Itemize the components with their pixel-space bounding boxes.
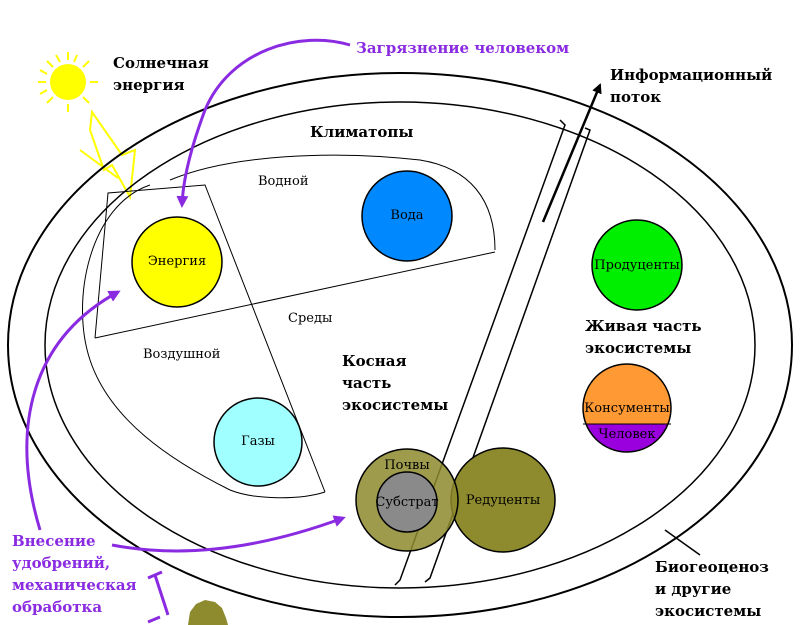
substrate-label: Субстрат: [375, 495, 438, 510]
living-part-label-2: экосистемы: [585, 339, 691, 357]
inner-ecosystem-ellipse: [44, 101, 756, 589]
sun-icon: [38, 52, 98, 112]
gases-circle: [213, 397, 303, 487]
energy-circle: [131, 216, 223, 308]
air-environment-label: Воздушной: [143, 347, 220, 362]
reducers-node: Редуценты: [450, 447, 556, 553]
solar-energy-label-1: Солнечная: [113, 54, 209, 72]
pollution-label: Загрязнение человеком: [356, 39, 569, 57]
fertilizer-label-4: обработка: [12, 598, 102, 616]
soils-label: Почвы: [384, 458, 429, 473]
climatopes-shapes: [82, 154, 496, 499]
solar-energy-arrow: [79, 109, 137, 201]
inert-part-label-2: часть: [342, 374, 391, 392]
soils-node: Почвы Субстрат: [355, 448, 459, 552]
information-flow-label-2: поток: [610, 88, 661, 106]
information-channel: [394, 119, 591, 586]
consumers-node: Консументы Человек: [582, 363, 672, 453]
biogeocenosis-label-1: Биогеоценоз: [655, 558, 769, 576]
water-node: Вода: [361, 170, 453, 262]
information-flow-arrow: [541, 83, 602, 223]
gases-label: Газы: [241, 434, 275, 449]
living-part-label-1: Живая часть: [585, 317, 702, 335]
outer-ecosystem-ellipse: [7, 72, 793, 618]
tractor-icon: [188, 600, 228, 625]
producers-label: Продуценты: [594, 258, 679, 273]
energy-node: Энергия: [131, 216, 223, 308]
gases-node: Газы: [213, 397, 303, 487]
reducers-label: Редуценты: [466, 493, 540, 508]
fertilizer-label-3: механическая: [12, 576, 137, 594]
inert-part-label-1: Косная: [342, 352, 407, 370]
fertilizer-arrows: [25, 290, 346, 624]
fertilizer-label-2: удобрений,: [12, 554, 110, 572]
water-circle: [361, 170, 453, 262]
human-pollution-arrow: [176, 38, 351, 208]
producers-node: Продуценты: [591, 219, 683, 311]
biogeocenosis-label-3: экосистемы: [655, 602, 761, 620]
substrate-circle: [376, 471, 438, 533]
biogeocenosis-pointer: [664, 529, 701, 556]
human-label: Человек: [599, 427, 656, 442]
inert-part-label-3: экосистемы: [342, 396, 448, 414]
fertilizer-label-1: Внесение: [12, 532, 96, 550]
producers-circle: [591, 219, 683, 311]
energy-label: Энергия: [148, 254, 206, 269]
water-label: Вода: [390, 208, 423, 223]
consumers-label: Консументы: [584, 401, 670, 416]
climatopes-label: Климатопы: [310, 123, 413, 141]
water-environment-label: Водной: [258, 174, 309, 189]
environments-label: Среды: [288, 311, 332, 326]
information-flow-label-1: Информационный: [610, 66, 772, 84]
biogeocenosis-label-2: и другие: [655, 580, 731, 598]
solar-energy-label-2: энергия: [113, 76, 185, 94]
